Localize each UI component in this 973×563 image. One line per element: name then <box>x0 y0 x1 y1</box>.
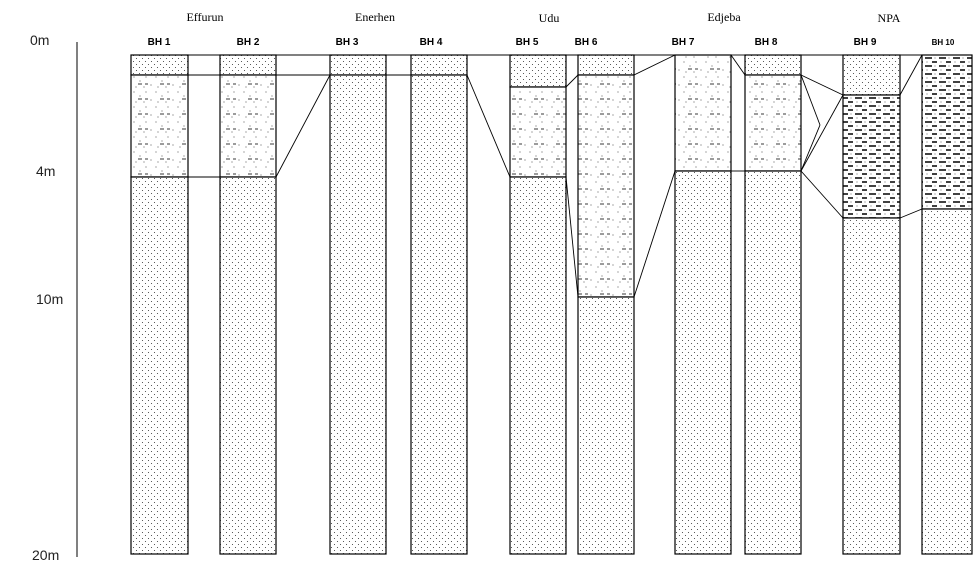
borehole-bh7 <box>674 54 732 555</box>
layer-silty-sand <box>744 74 802 172</box>
borehole-label-bh4: BH 4 <box>420 37 443 48</box>
borehole-bh10 <box>921 54 973 555</box>
layer-sand <box>509 176 567 555</box>
borehole-bh5 <box>509 54 567 555</box>
borehole-label-bh5: BH 5 <box>516 37 539 48</box>
correlation-lines <box>188 54 923 298</box>
borehole-label-bh9: BH 9 <box>854 37 877 48</box>
borehole-bh3 <box>329 54 387 555</box>
layer-clay <box>921 54 973 210</box>
layer-silty-sand <box>509 86 567 178</box>
correlation-line <box>633 170 676 298</box>
borehole-bh8 <box>744 54 802 555</box>
layer-sand <box>219 54 277 76</box>
layer-sand <box>329 54 387 76</box>
correlation-line <box>899 54 923 96</box>
borehole-bh6 <box>577 54 635 555</box>
correlation-line <box>899 208 923 219</box>
borehole-bh2 <box>219 54 277 555</box>
layer-sand <box>130 54 189 76</box>
borehole-bh1 <box>130 54 189 555</box>
depth-label-4m: 4m <box>36 163 55 179</box>
borehole-bh9 <box>842 54 901 555</box>
correlation-line <box>800 94 844 172</box>
correlation-line <box>633 54 676 76</box>
location-label-enerhen: Enerhen <box>355 10 395 24</box>
depth-label-10m: 10m <box>36 291 63 307</box>
borehole-label-bh10: BH 10 <box>932 38 955 47</box>
layer-silty-sand <box>219 74 277 178</box>
layer-sand <box>577 296 635 555</box>
layer-sand <box>219 176 277 555</box>
borehole-bh4 <box>410 54 468 555</box>
correlation-line <box>800 74 844 96</box>
borehole-label-bh1: BH 1 <box>148 37 171 48</box>
borehole-label-bh6: BH 6 <box>575 37 598 48</box>
layer-sand <box>842 54 901 96</box>
correlation-line <box>565 74 579 88</box>
layer-sand <box>577 54 635 76</box>
correlation-line <box>800 124 821 172</box>
layer-sand <box>674 170 732 555</box>
borehole-label-bh8: BH 8 <box>755 37 778 48</box>
layer-clay <box>842 94 901 219</box>
layer-sand <box>329 74 387 555</box>
location-label-edjeba: Edjeba <box>707 10 741 24</box>
location-label-effurun: Effurun <box>186 10 223 24</box>
layer-sand <box>842 217 901 555</box>
layer-silty-sand <box>577 74 635 298</box>
location-label-npa: NPA <box>878 11 901 25</box>
correlation-line <box>730 54 746 76</box>
correlation-line <box>800 170 844 219</box>
layer-sand <box>921 208 973 555</box>
correlation-line <box>275 74 331 178</box>
layer-sand <box>509 54 567 88</box>
location-label-udu: Udu <box>539 11 560 25</box>
layer-sand <box>410 54 468 76</box>
correlation-line <box>565 176 579 298</box>
layer-sand <box>130 176 189 555</box>
depth-label-20m: 20m <box>32 547 59 563</box>
depth-label-0m: 0m <box>30 32 49 48</box>
borehole-label-bh3: BH 3 <box>336 37 359 48</box>
layer-silty-sand <box>130 74 189 178</box>
layer-sand <box>744 170 802 555</box>
correlation-line <box>800 74 821 126</box>
layer-sand <box>744 54 802 76</box>
layer-silty-sand <box>674 54 732 172</box>
layer-sand <box>410 74 468 555</box>
borehole-label-bh7: BH 7 <box>672 37 695 48</box>
borehole-label-bh2: BH 2 <box>237 37 260 48</box>
correlation-line <box>466 74 511 178</box>
